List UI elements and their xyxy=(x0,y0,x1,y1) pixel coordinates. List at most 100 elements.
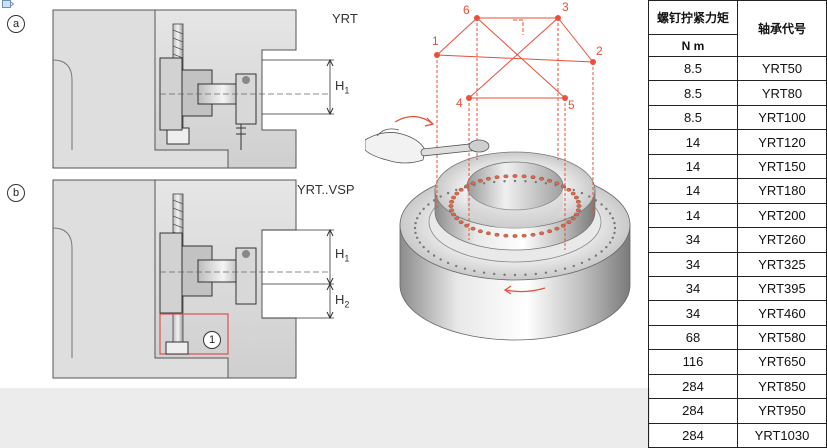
mounting-hole xyxy=(600,203,603,206)
bearing-cell: YRT100 xyxy=(737,104,827,131)
torque-cell: 14 xyxy=(648,202,738,229)
bolt-hole xyxy=(477,178,483,183)
mounting-hole xyxy=(455,188,458,192)
bolt-hole xyxy=(521,174,527,179)
bolt-hole xyxy=(547,178,553,183)
mounting-hole xyxy=(493,272,496,276)
torque-cell: 14 xyxy=(648,153,738,180)
mounting-hole xyxy=(415,217,419,220)
mounting-hole xyxy=(563,186,567,189)
bolt-hole xyxy=(530,175,536,180)
bolt-hole xyxy=(574,212,579,217)
bolt-hole xyxy=(458,220,464,225)
torque-cell: 68 xyxy=(648,324,738,351)
bolt-hole xyxy=(486,231,491,236)
mounting-hole xyxy=(608,241,612,244)
mounting-hole xyxy=(572,264,575,268)
bearing-cell: YRT460 xyxy=(737,300,827,326)
mounting-hole xyxy=(463,267,467,270)
mounting-hole xyxy=(427,250,430,253)
bolt-hole xyxy=(454,191,460,196)
mounting-hole xyxy=(572,188,575,192)
mounting-hole xyxy=(534,272,537,276)
torque-cell: 34 xyxy=(648,275,738,302)
bolt-hole xyxy=(503,174,509,179)
panel-a-title: YRT xyxy=(332,11,358,26)
mounting-hole xyxy=(415,236,419,239)
mounting-hole xyxy=(605,245,608,249)
sequence-label-4: 4 xyxy=(456,96,463,110)
mounting-hole xyxy=(608,212,612,215)
bearing-cell: YRT260 xyxy=(737,227,827,253)
mounting-hole xyxy=(613,231,616,235)
panel-b-marker: b xyxy=(7,184,25,202)
torque-cell: 284 xyxy=(648,373,738,400)
bolt-hole xyxy=(454,216,460,221)
mounting-hole xyxy=(482,271,486,274)
section-drawing-a xyxy=(52,9,334,169)
panel-b-title: YRT..VSP xyxy=(297,182,355,197)
bolt-hole xyxy=(575,199,581,204)
mounting-hole xyxy=(473,269,476,273)
mounting-hole xyxy=(588,195,591,198)
bolt-hole xyxy=(494,232,500,237)
mounting-hole xyxy=(422,207,425,211)
panel-b-h2-label: H2 xyxy=(335,292,350,310)
bottom-band xyxy=(0,388,650,448)
bolt-hole xyxy=(570,216,576,221)
mounting-hole xyxy=(473,183,476,187)
bolt-hole xyxy=(576,204,582,208)
bolt-hole xyxy=(547,229,553,234)
bolt-hole xyxy=(574,195,579,200)
mounting-hole xyxy=(544,271,548,274)
bolt-hole xyxy=(560,223,566,228)
callout-marker: 1 xyxy=(203,331,221,349)
mounting-hole xyxy=(418,241,422,244)
bolt-hole xyxy=(512,234,518,238)
bearing-cell: YRT50 xyxy=(737,55,827,82)
bolt-hole xyxy=(554,226,560,231)
header-bearing: 轴承代号 xyxy=(737,0,827,57)
bolt-hole xyxy=(477,229,483,234)
mounting-hole xyxy=(493,180,496,184)
bearing-cell: YRT1030 xyxy=(737,422,827,448)
header-torque: 螺钉拧紧力矩 xyxy=(648,0,738,35)
sequence-label-5: 5 xyxy=(568,98,575,112)
bearing-cell: YRT120 xyxy=(737,129,827,155)
sequence-label-2: 2 xyxy=(596,44,603,58)
mounting-hole xyxy=(439,258,442,261)
bearing-cell: YRT80 xyxy=(737,80,827,106)
bolt-hole xyxy=(486,176,491,181)
mounting-hole xyxy=(439,195,442,198)
panel-b-h1-label: H1 xyxy=(335,246,350,264)
bearing-cell: YRT950 xyxy=(737,398,827,424)
bolt-hole xyxy=(539,231,544,236)
torque-cell: 34 xyxy=(648,251,738,277)
mounting-hole xyxy=(554,183,557,187)
bearing-illustration xyxy=(365,15,631,341)
mounting-hole xyxy=(482,182,486,185)
bolt-hole xyxy=(470,226,476,231)
torque-cell: 8.5 xyxy=(648,80,738,106)
mounting-hole xyxy=(503,273,506,276)
mounting-hole xyxy=(418,212,422,215)
bearing-cell: YRT580 xyxy=(737,324,827,351)
mounting-hole xyxy=(588,258,591,261)
bearing-cell: YRT325 xyxy=(737,251,827,277)
mounting-hole xyxy=(446,261,450,265)
torque-cell: 284 xyxy=(648,422,738,448)
mounting-hole xyxy=(544,182,548,185)
section-drawing-b xyxy=(52,179,334,379)
torque-cell: 8.5 xyxy=(648,55,738,82)
mounting-hole xyxy=(432,199,436,202)
bearing-cell: YRT180 xyxy=(737,178,827,204)
bearing-cell: YRT850 xyxy=(737,373,827,400)
mounting-hole xyxy=(463,186,467,189)
sequence-label-6: 6 xyxy=(463,3,470,17)
